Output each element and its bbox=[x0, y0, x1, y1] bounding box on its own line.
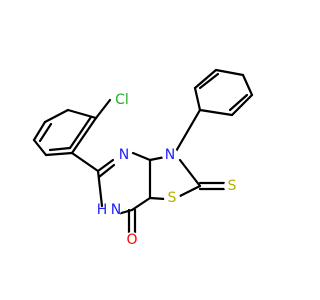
atom-o-background bbox=[124, 232, 140, 248]
thione-sulfur-label: S bbox=[228, 178, 237, 194]
amide-hydrogen-label: H bbox=[97, 202, 108, 218]
atom-n-imine-background bbox=[116, 147, 132, 163]
carbonyl-oxygen-label: O bbox=[126, 232, 137, 248]
molecule-structure: Cl N N N H S S O bbox=[32, 68, 254, 248]
thiazole-nitrogen-label: N bbox=[165, 147, 175, 163]
bond bbox=[68, 115, 93, 150]
imine-nitrogen-label: N bbox=[119, 147, 129, 163]
bond bbox=[130, 196, 152, 212]
bond bbox=[193, 86, 202, 112]
ring-sulfur-label: S bbox=[168, 190, 177, 206]
bond bbox=[32, 138, 48, 157]
bond bbox=[70, 151, 100, 173]
bond bbox=[96, 169, 104, 208]
atom-s-ring-background bbox=[164, 190, 180, 206]
bond bbox=[96, 158, 115, 173]
bond bbox=[198, 72, 220, 90]
atom-nh-background bbox=[103, 201, 121, 219]
atom-n-thiazole-background bbox=[162, 147, 178, 163]
bond bbox=[43, 108, 70, 124]
bond bbox=[38, 122, 53, 143]
atom-s-thione-background bbox=[224, 178, 240, 194]
atom-layer: Cl N N N H S S O bbox=[97, 90, 240, 248]
bond bbox=[44, 151, 74, 157]
bond bbox=[148, 196, 167, 201]
bond bbox=[70, 116, 98, 155]
amide-nitrogen-label: N bbox=[111, 202, 121, 218]
bond bbox=[97, 163, 116, 179]
bond bbox=[214, 68, 245, 77]
bond bbox=[230, 93, 254, 117]
bond bbox=[131, 151, 152, 162]
bond-layer bbox=[32, 68, 254, 235]
bond bbox=[193, 68, 218, 90]
bond bbox=[32, 120, 47, 142]
bond bbox=[48, 146, 72, 152]
bond bbox=[198, 108, 234, 117]
bond bbox=[228, 93, 249, 112]
bond bbox=[173, 108, 202, 155]
atom-cl-background bbox=[112, 90, 132, 110]
chlorine-atom-label: Cl bbox=[115, 92, 129, 108]
bond bbox=[178, 184, 202, 198]
bond bbox=[94, 98, 112, 120]
bond bbox=[178, 158, 202, 188]
bond bbox=[241, 73, 254, 97]
